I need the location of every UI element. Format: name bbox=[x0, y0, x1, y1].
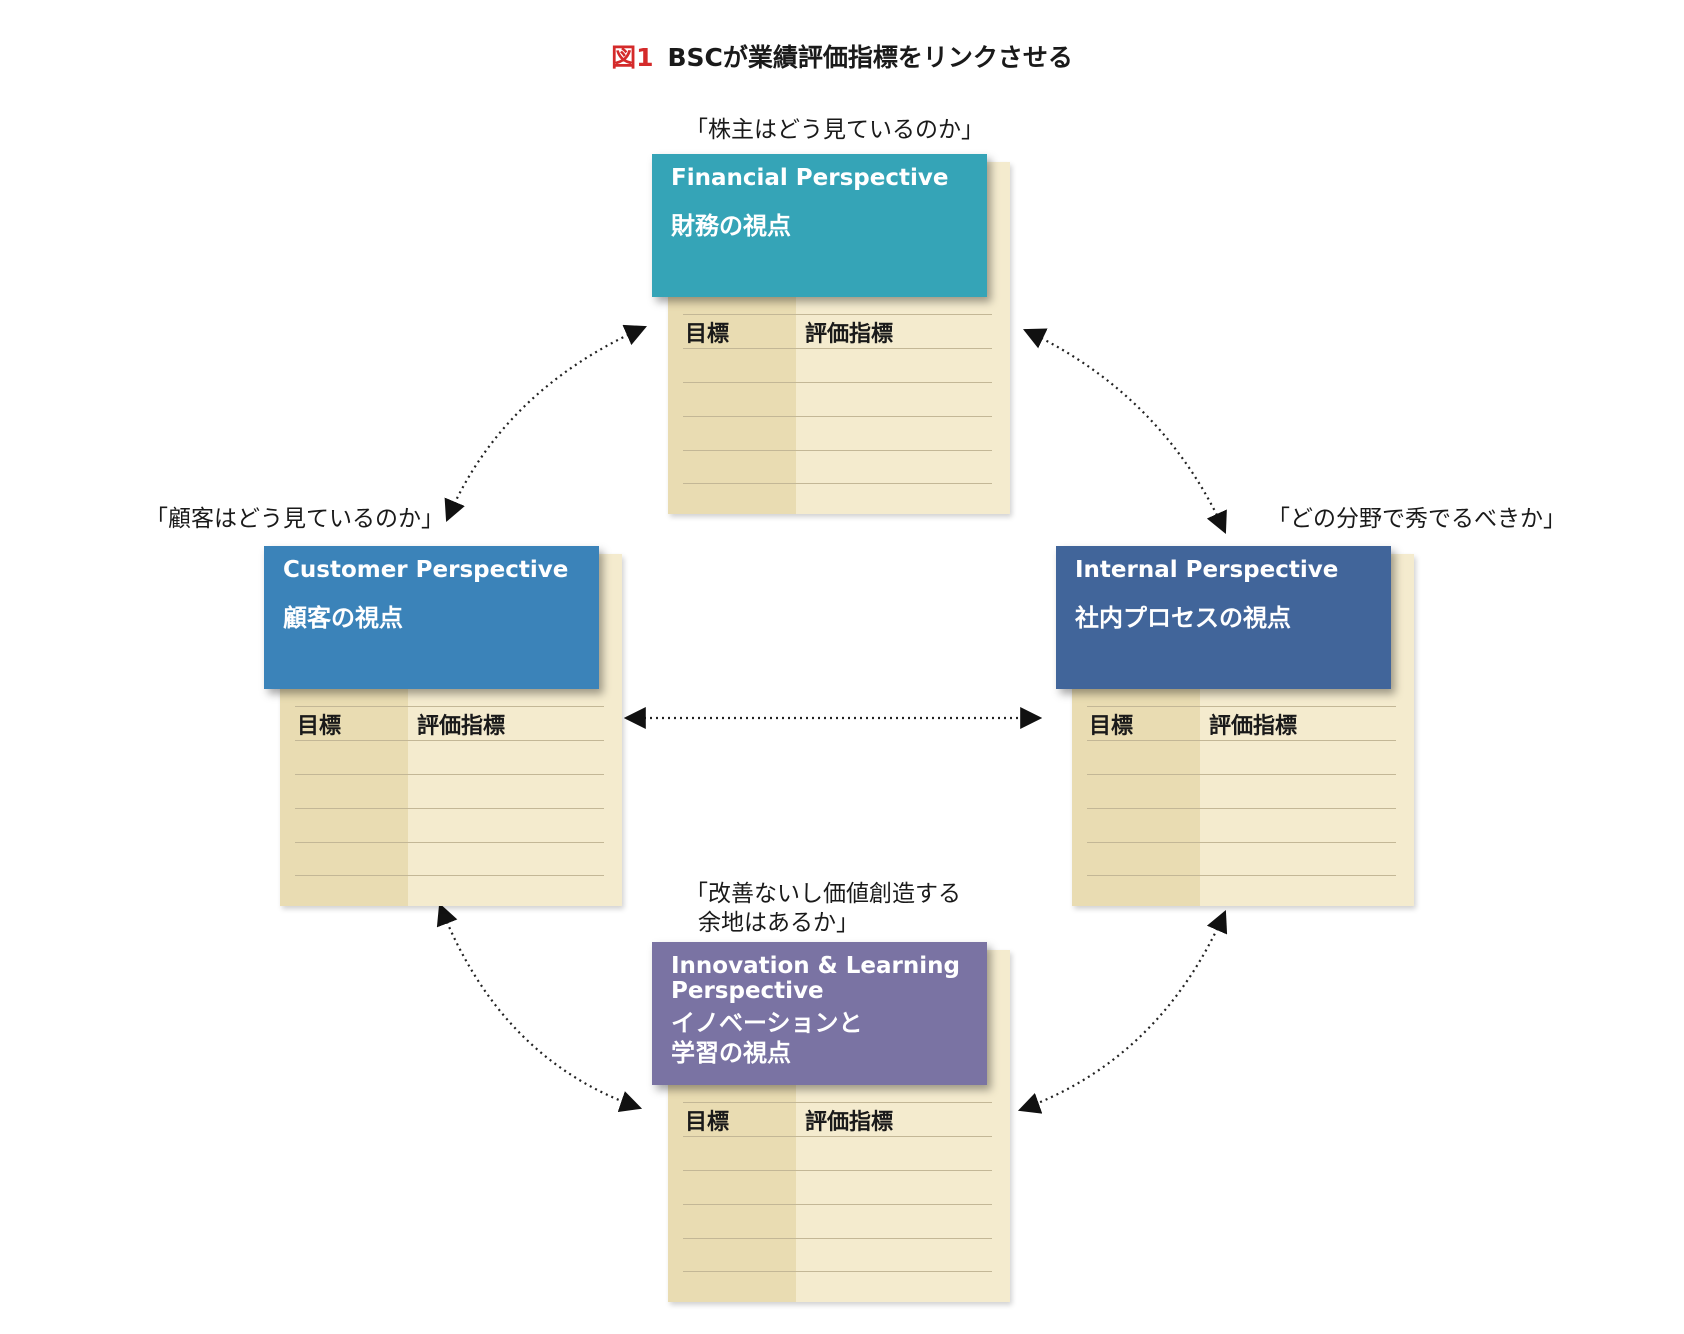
metric-column-header: 評価指標 bbox=[805, 322, 894, 347]
internal-perspective-header: Internal Perspective 社内プロセスの視点 bbox=[1056, 546, 1391, 689]
financial-perspective-header: Financial Perspective 財務の視点 bbox=[652, 154, 987, 297]
customer-perspective-en: Customer Perspective bbox=[283, 557, 569, 583]
question-innovation-line2: 余地はあるか」 bbox=[698, 910, 859, 936]
metric-column-header: 評価指標 bbox=[805, 1110, 894, 1135]
question-innovation-line1: 「改善ないし価値創造する bbox=[685, 881, 961, 907]
arrow-financial-internal bbox=[1023, 328, 1227, 535]
arrow-financial-customer bbox=[444, 324, 648, 523]
figure-title-text: BSCが業績評価指標をリンクさせる bbox=[667, 43, 1073, 72]
metric-column-header: 評価指標 bbox=[1209, 714, 1298, 739]
customer-perspective-card: 目標 評価指標 Customer Perspective 顧客の視点 bbox=[264, 546, 622, 906]
innovation-perspective-header: Innovation & Learning Perspective イノベーショ… bbox=[652, 942, 987, 1085]
financial-perspective-en: Financial Perspective bbox=[671, 165, 949, 191]
internal-perspective-ja: 社内プロセスの視点 bbox=[1075, 604, 1291, 632]
figure-label: 図1 bbox=[611, 43, 654, 72]
goal-column-header: 目標 bbox=[1089, 714, 1134, 739]
internal-perspective-card: 目標 評価指標 Internal Perspective 社内プロセスの視点 bbox=[1056, 546, 1414, 906]
arrow-customer-innovation bbox=[436, 902, 643, 1112]
question-internal: 「どの分野で秀でるべきか」 bbox=[1267, 506, 1566, 532]
innovation-perspective-ja: イノベーションと 学習の視点 bbox=[671, 1009, 863, 1067]
goal-column-header: 目標 bbox=[297, 714, 342, 739]
financial-perspective-card: 目標 評価指標 Financial Perspective 財務の視点 bbox=[652, 154, 1010, 514]
question-customer: 「顧客はどう見ているのか」 bbox=[145, 506, 444, 532]
goal-column-header: 目標 bbox=[685, 322, 730, 347]
goal-column-header: 目標 bbox=[685, 1110, 730, 1135]
innovation-perspective-card: 目標 評価指標 Innovation & Learning Perspectiv… bbox=[652, 942, 1010, 1302]
internal-perspective-en: Internal Perspective bbox=[1075, 557, 1339, 583]
figure-title: 図1 BSCが業績評価指標をリンクさせる bbox=[0, 38, 1684, 74]
question-financial: 「株主はどう見ているのか」 bbox=[685, 117, 984, 143]
customer-perspective-ja: 顧客の視点 bbox=[283, 604, 403, 632]
metric-column-header: 評価指標 bbox=[417, 714, 506, 739]
innovation-perspective-en: Innovation & Learning Perspective bbox=[671, 953, 960, 1004]
financial-perspective-ja: 財務の視点 bbox=[671, 212, 791, 240]
customer-perspective-header: Customer Perspective 顧客の視点 bbox=[264, 546, 599, 689]
arrow-internal-innovation bbox=[1017, 909, 1228, 1114]
